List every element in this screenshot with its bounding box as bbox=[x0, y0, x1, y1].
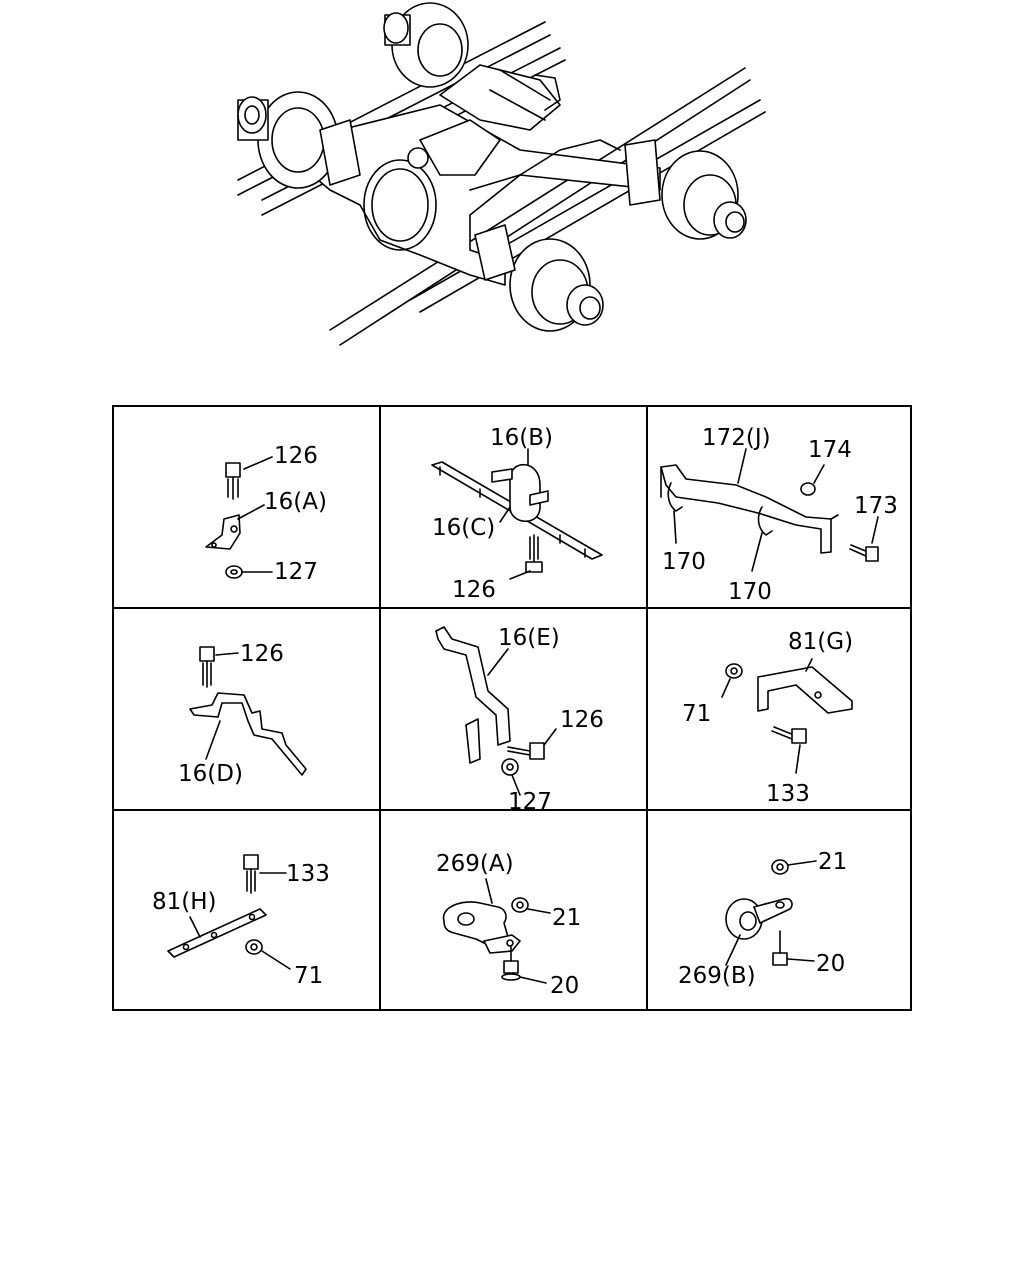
clamp-16b-icon bbox=[491, 463, 549, 522]
label-71: 71 bbox=[682, 701, 711, 727]
panel-81g: 81(G) 71 133 bbox=[646, 609, 912, 811]
plate-81h-icon bbox=[167, 908, 267, 958]
nut-71-icon bbox=[725, 663, 743, 679]
bolt-126-icon bbox=[199, 646, 215, 688]
panel-269b: 21 20 269(B) bbox=[646, 811, 912, 1013]
bracket-16e-icon bbox=[435, 626, 511, 764]
label-174: 174 bbox=[808, 437, 852, 463]
panel-16b-16c: 16(B) 16(C) 126 bbox=[380, 407, 646, 609]
grid-divider bbox=[379, 407, 381, 1009]
label-126: 126 bbox=[240, 641, 284, 667]
rear-left-hub bbox=[509, 238, 604, 332]
label-20: 20 bbox=[550, 973, 579, 999]
panel-16d: 126 16(D) bbox=[114, 609, 380, 811]
nut-127-icon bbox=[501, 758, 519, 776]
label-172j: 172(J) bbox=[702, 425, 771, 451]
label-269a: 269(A) bbox=[436, 851, 514, 877]
bolt-126-icon bbox=[225, 462, 241, 500]
bolt-20-icon bbox=[772, 930, 788, 966]
label-21: 21 bbox=[818, 849, 847, 875]
label-133: 133 bbox=[766, 781, 810, 807]
clamp-269a-icon bbox=[442, 901, 521, 954]
label-81h: 81(H) bbox=[152, 889, 217, 915]
label-16e: 16(E) bbox=[498, 625, 560, 651]
nut-127-icon bbox=[225, 565, 243, 579]
bolt-133-icon bbox=[771, 726, 807, 744]
parts-grid: 126 16(A) 127 bbox=[112, 405, 912, 1011]
label-16b: 16(B) bbox=[490, 425, 553, 451]
panel-16e: 16(E) 126 127 bbox=[380, 609, 646, 811]
label-21: 21 bbox=[552, 905, 581, 931]
bolt-173-icon bbox=[849, 544, 879, 562]
label-126: 126 bbox=[274, 443, 318, 469]
nut-71-icon bbox=[245, 939, 263, 955]
label-81g: 81(G) bbox=[788, 629, 853, 655]
label-133: 133 bbox=[286, 861, 330, 887]
panel-269a: 269(A) 21 20 bbox=[380, 811, 646, 1013]
rear-axle-assembly-illustration bbox=[237, 2, 766, 346]
label-16d: 16(D) bbox=[178, 761, 243, 787]
bracket-172j-icon bbox=[660, 464, 839, 554]
label-170: 170 bbox=[728, 579, 772, 605]
front-right-hub bbox=[383, 2, 469, 88]
nut-21-icon bbox=[511, 897, 529, 913]
nut-21-icon bbox=[771, 859, 789, 875]
label-269b: 269(B) bbox=[678, 963, 756, 989]
front-left-hub bbox=[237, 91, 339, 189]
label-126: 126 bbox=[452, 577, 496, 603]
label-126: 126 bbox=[560, 707, 604, 733]
nut-174-icon bbox=[800, 482, 816, 496]
panel-81h: 133 81(H) 71 bbox=[114, 811, 380, 1013]
label-20: 20 bbox=[816, 951, 845, 977]
spring-brackets bbox=[319, 119, 661, 281]
bracket-81g-icon bbox=[757, 666, 853, 714]
bolt-133-icon bbox=[243, 854, 259, 894]
label-127: 127 bbox=[274, 559, 318, 585]
bracket-16a-icon bbox=[205, 514, 241, 550]
label-173: 173 bbox=[854, 493, 898, 519]
bolt-20-icon bbox=[501, 946, 521, 981]
bolt-126-icon bbox=[525, 534, 543, 573]
clip-170-icon bbox=[667, 482, 773, 536]
panel-16a: 126 16(A) 127 bbox=[114, 407, 380, 609]
grid-divider bbox=[646, 407, 648, 1009]
grid-divider bbox=[114, 607, 910, 609]
axle-housing bbox=[299, 64, 661, 286]
bolt-126-icon bbox=[507, 742, 545, 760]
rear-right-hub bbox=[661, 150, 747, 240]
label-16a: 16(A) bbox=[264, 489, 327, 515]
bracket-16d-icon bbox=[189, 692, 307, 776]
clamp-269b-icon bbox=[725, 897, 793, 940]
label-127: 127 bbox=[508, 789, 552, 811]
label-170: 170 bbox=[662, 549, 706, 575]
grid-divider bbox=[114, 809, 910, 811]
label-16c: 16(C) bbox=[432, 515, 495, 541]
panel-172j: 172(J) 174 173 170 170 bbox=[646, 407, 912, 609]
label-71: 71 bbox=[294, 963, 323, 989]
